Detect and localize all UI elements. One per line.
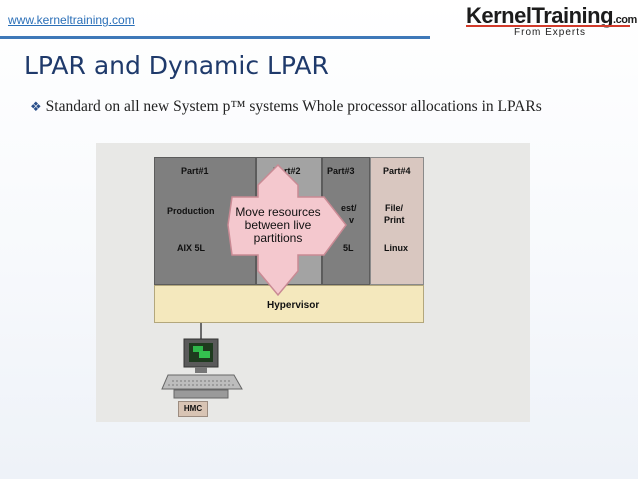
monitor-stand	[195, 367, 207, 373]
brand-logo: KernelTraining.com From Experts	[466, 3, 632, 39]
bullet-text: Standard on all new System p™ systems Wh…	[46, 98, 542, 115]
keyboard	[162, 375, 242, 389]
move-resources-text: Move resources between live partitions	[228, 206, 328, 245]
header-divider	[0, 36, 430, 39]
slide-title: LPAR and Dynamic LPAR	[24, 51, 329, 80]
console-base	[174, 390, 228, 398]
hmc-label: HMC	[178, 401, 208, 417]
logo-tagline: From Experts	[514, 27, 586, 38]
site-url-link[interactable]: www.kerneltraining.com	[8, 13, 135, 27]
lpar-diagram: Part#1 Production AIX 5L Part#2 Part#3 e…	[96, 143, 530, 422]
diagram-graphics	[96, 143, 530, 422]
screen-window-2	[199, 351, 210, 358]
bullet-paragraph: ❖ Standard on all new System p™ systems W…	[30, 96, 575, 117]
diamond-bullet-icon: ❖	[30, 99, 42, 114]
